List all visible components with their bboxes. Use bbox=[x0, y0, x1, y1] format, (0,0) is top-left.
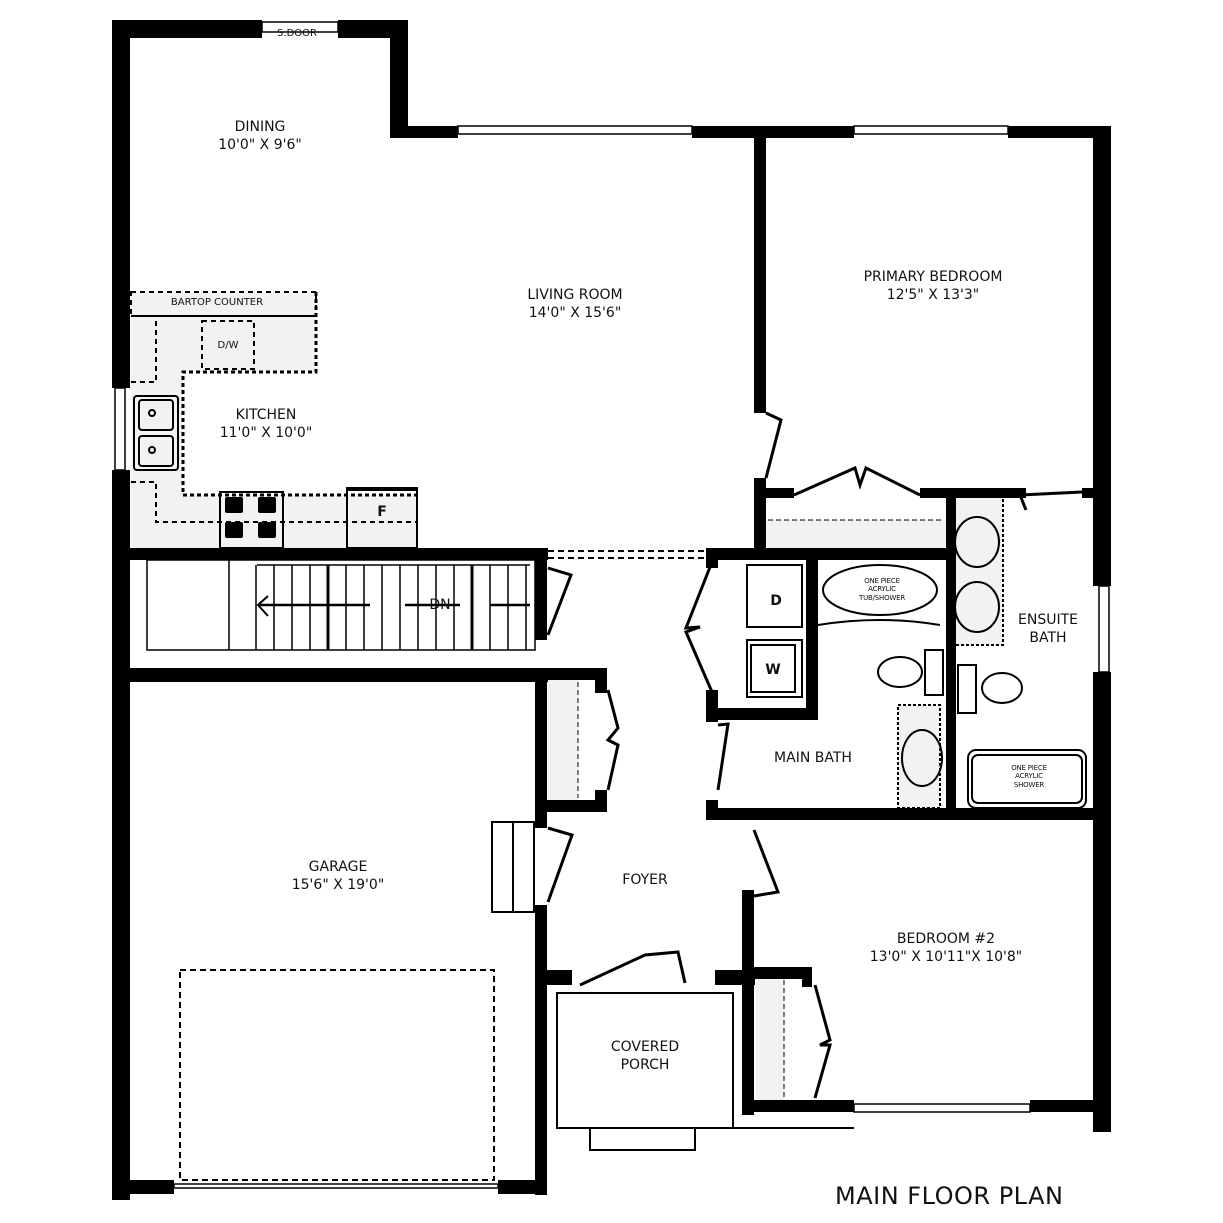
bartop-counter-label: BARTOP COUNTER bbox=[170, 297, 264, 308]
room-name: ENSUITE bbox=[1018, 612, 1078, 628]
walls bbox=[112, 20, 1111, 1200]
room-size: 12'5" X 13'3" bbox=[886, 287, 980, 304]
fridge-label: F bbox=[377, 504, 387, 520]
room-name: MAIN BATH bbox=[774, 750, 852, 766]
room-name: LIVING ROOM bbox=[527, 287, 623, 303]
room-ensuite-bath: ENSUITE BATH bbox=[1018, 611, 1078, 647]
stairs-down-label: DN bbox=[429, 597, 451, 613]
openings bbox=[179, 550, 706, 1181]
doors bbox=[546, 411, 1083, 1099]
dishwasher-label: D/W bbox=[217, 340, 239, 351]
tub-shower-label: ONE PIECE ACRYLIC TUB/SHOWER bbox=[859, 577, 905, 602]
kitchen-fixtures bbox=[130, 291, 418, 549]
laundry-appliances bbox=[746, 564, 803, 698]
room-size: 15'6" X 19'0" bbox=[291, 877, 385, 894]
windows bbox=[114, 21, 1110, 1189]
dryer-label: D bbox=[770, 593, 782, 609]
plan-title: MAIN FLOOR PLAN bbox=[835, 1182, 1064, 1210]
stairs bbox=[146, 559, 536, 651]
room-name-2: PORCH bbox=[620, 1057, 670, 1074]
room-name: COVERED bbox=[610, 1039, 680, 1055]
room-dining: DINING 10'0" X 9'6" bbox=[218, 118, 302, 154]
room-name: DINING bbox=[234, 119, 286, 135]
room-primary-bedroom: PRIMARY BEDROOM 12'5" X 13'3" bbox=[864, 268, 1003, 304]
room-size: 10'0" X 9'6" bbox=[218, 137, 302, 154]
stove-burners bbox=[225, 497, 276, 538]
room-name: PRIMARY BEDROOM bbox=[863, 269, 1003, 285]
room-name: FOYER bbox=[622, 872, 668, 888]
room-name: GARAGE bbox=[308, 859, 368, 875]
bath-fixtures bbox=[817, 496, 1087, 809]
room-size: 14'0" X 15'6" bbox=[528, 305, 622, 322]
room-size: 11'0" X 10'0" bbox=[219, 425, 313, 442]
porch bbox=[491, 821, 854, 1151]
room-garage: GARAGE 15'6" X 19'0" bbox=[292, 858, 385, 894]
room-main-bath: MAIN BATH bbox=[774, 749, 852, 767]
room-foyer: FOYER bbox=[622, 871, 667, 889]
room-kitchen: KITCHEN 11'0" X 10'0" bbox=[220, 406, 313, 442]
room-bedroom-2: BEDROOM #2 13'0" X 10'11"X 10'8" bbox=[870, 930, 1022, 966]
washer-label: W bbox=[765, 662, 781, 678]
room-living: LIVING ROOM 14'0" X 15'6" bbox=[527, 286, 622, 322]
counters bbox=[131, 292, 1003, 1105]
room-name-2: BATH bbox=[1029, 630, 1067, 647]
room-size: 13'0" X 10'11"X 10'8" bbox=[869, 949, 1023, 966]
shower-label: ONE PIECE ACRYLIC SHOWER bbox=[1011, 764, 1047, 789]
closet-shelves bbox=[577, 519, 944, 1100]
room-name: BEDROOM #2 bbox=[896, 931, 996, 947]
room-covered-porch: COVERED PORCH bbox=[611, 1038, 679, 1074]
room-name: KITCHEN bbox=[235, 407, 297, 423]
sliding-door-label: S.DOOR bbox=[277, 28, 317, 39]
